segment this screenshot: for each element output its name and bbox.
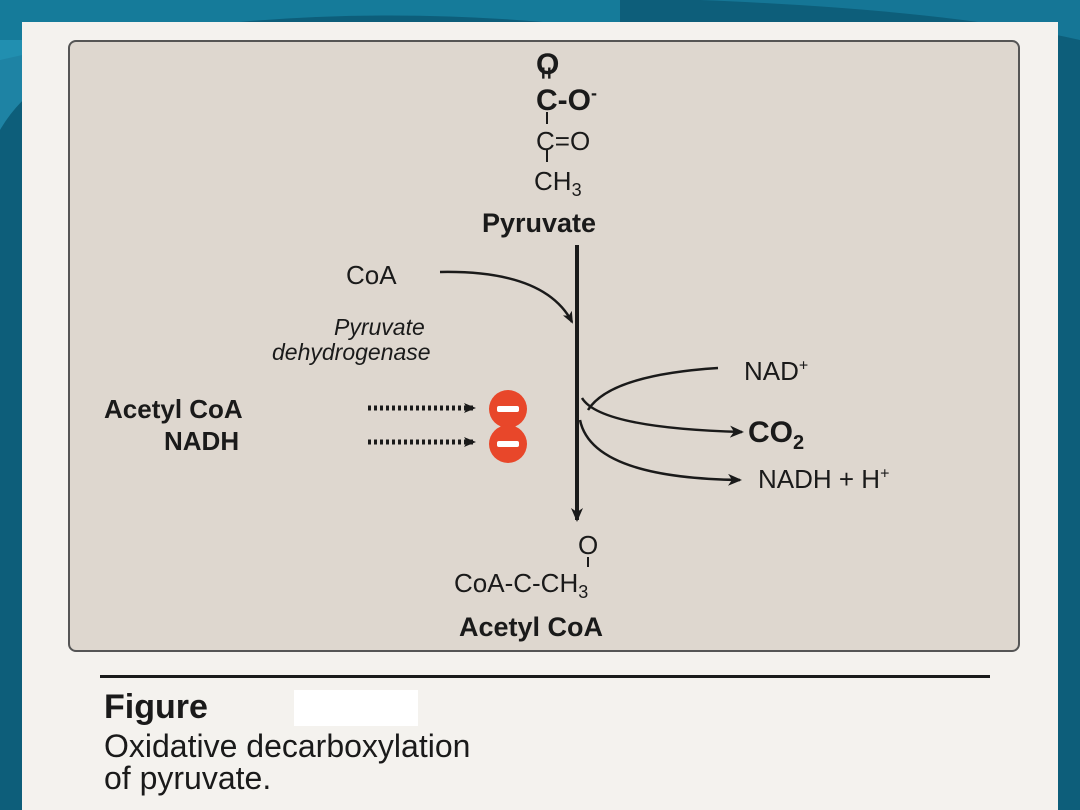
minus-circle-icon (489, 425, 527, 463)
co2-out-arrow (580, 397, 744, 438)
inhibitor-acetyl-coa-label: Acetyl CoA (104, 394, 243, 424)
figure-heading: Figure (104, 688, 208, 726)
caption-line1: Oxidative decarboxylation (104, 728, 471, 764)
coa-entry-arrow (439, 270, 574, 324)
enzyme-label-line2: dehydrogenase (272, 339, 431, 365)
coa-input-label: CoA (346, 260, 397, 290)
pyruvate-carbonyl-group: C=O (536, 126, 591, 156)
minus-circle-icon (489, 390, 527, 428)
reaction-panel (68, 40, 1020, 652)
caption-line2: of pyruvate. (104, 760, 272, 796)
nad-plus-label: NAD+ (744, 356, 809, 386)
acetyl-coa-oxygen: O (578, 530, 599, 560)
pyruvate-oxygen-top: O (536, 48, 560, 81)
pyruvate-label: Pyruvate (482, 208, 597, 238)
figure-number-redaction (294, 690, 418, 726)
acetyl-coa-formula: CoA-C-CH3 (454, 568, 589, 603)
pyruvate-double-bond: = (533, 66, 559, 80)
pyruvate-carboxyl-group: C-O- (536, 83, 597, 117)
acetyl-coa-label: Acetyl CoA (459, 612, 604, 642)
caption-divider (100, 675, 990, 678)
nad-in-arrow (586, 366, 719, 411)
nadh-out-arrow (578, 419, 742, 486)
inhibitor-nadh-label: NADH (164, 426, 240, 456)
pyruvate-methyl-group: CH3 (534, 166, 582, 201)
co2-label: CO2 (748, 416, 805, 454)
enzyme-label-line1: Pyruvate (334, 314, 425, 340)
nadh-h-label: NADH + H+ (758, 464, 890, 494)
